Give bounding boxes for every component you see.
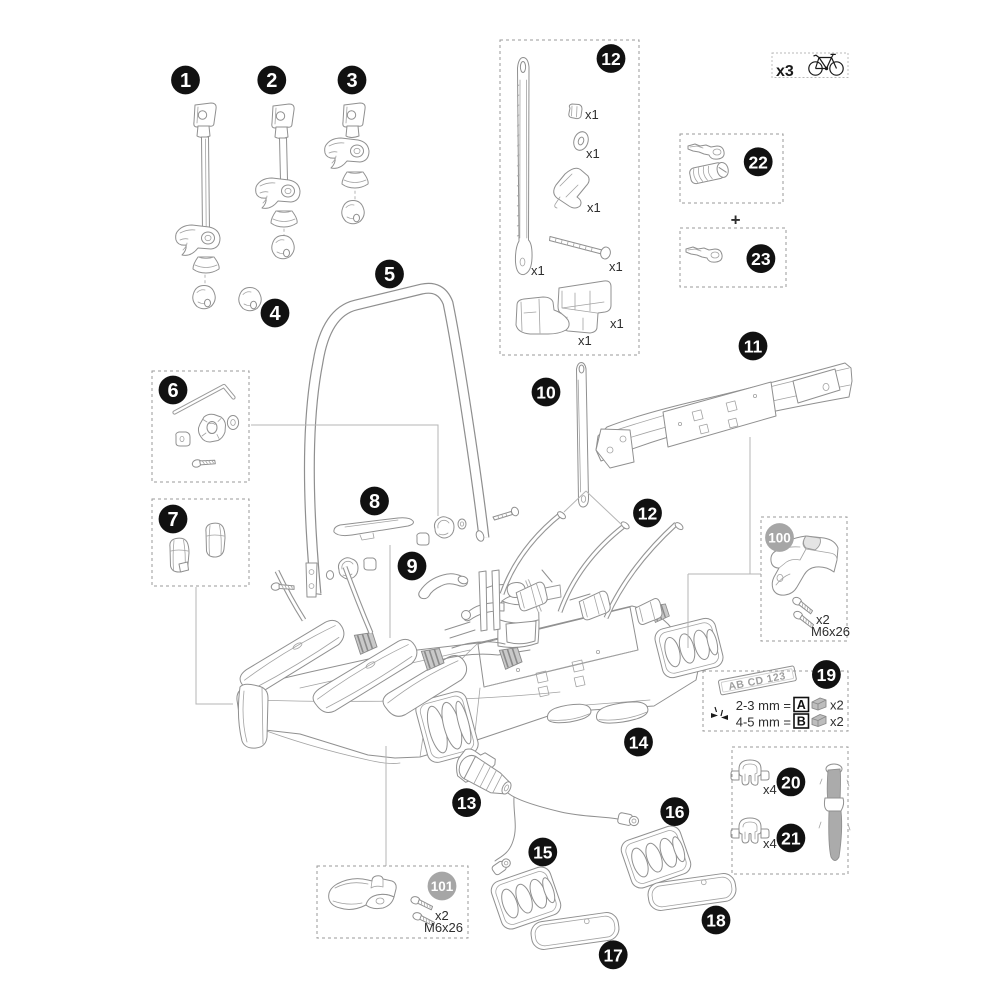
svg-text:17: 17 bbox=[603, 945, 622, 965]
svg-text:12: 12 bbox=[601, 49, 621, 69]
svg-text:7: 7 bbox=[167, 509, 178, 531]
svg-text:x1: x1 bbox=[586, 146, 600, 161]
svg-text:6: 6 bbox=[167, 380, 178, 402]
svg-text:A: A bbox=[797, 698, 806, 712]
svg-text:x1: x1 bbox=[578, 333, 592, 348]
svg-text:5: 5 bbox=[384, 264, 395, 286]
svg-text:1: 1 bbox=[180, 70, 191, 92]
svg-text:x4: x4 bbox=[763, 836, 777, 851]
svg-text:+: + bbox=[731, 211, 741, 230]
svg-text:20: 20 bbox=[781, 773, 801, 793]
svg-text:15: 15 bbox=[533, 843, 553, 863]
svg-text:x2: x2 bbox=[816, 612, 830, 627]
svg-text:19: 19 bbox=[817, 665, 837, 685]
svg-text:x3: x3 bbox=[776, 63, 794, 80]
svg-text:13: 13 bbox=[457, 793, 477, 813]
svg-text:16: 16 bbox=[665, 802, 685, 822]
svg-text:23: 23 bbox=[751, 249, 771, 269]
svg-text:100: 100 bbox=[768, 531, 791, 546]
svg-text:4-5 mm =: 4-5 mm = bbox=[736, 715, 791, 730]
svg-text:11: 11 bbox=[744, 337, 763, 357]
svg-text:10: 10 bbox=[536, 383, 556, 403]
svg-text:M6x26: M6x26 bbox=[424, 920, 463, 935]
svg-text:8: 8 bbox=[369, 491, 380, 513]
svg-text:14: 14 bbox=[629, 733, 649, 753]
svg-text:x1: x1 bbox=[609, 259, 623, 274]
svg-text:x2: x2 bbox=[830, 714, 844, 729]
svg-text:B: B bbox=[797, 715, 806, 729]
svg-text:x4: x4 bbox=[763, 782, 777, 797]
svg-text:M6x26: M6x26 bbox=[811, 624, 850, 639]
svg-text:x1: x1 bbox=[585, 107, 599, 122]
svg-text:21: 21 bbox=[781, 829, 801, 849]
svg-text:2: 2 bbox=[266, 70, 277, 92]
svg-text:2-3 mm =: 2-3 mm = bbox=[736, 698, 791, 713]
svg-text:x1: x1 bbox=[587, 200, 601, 215]
svg-text:x2: x2 bbox=[435, 908, 449, 923]
svg-text:12: 12 bbox=[638, 504, 658, 524]
svg-text:22: 22 bbox=[748, 152, 768, 172]
svg-text:101: 101 bbox=[431, 879, 454, 894]
svg-text:x1: x1 bbox=[531, 263, 545, 278]
svg-text:3: 3 bbox=[346, 70, 357, 92]
svg-text:18: 18 bbox=[706, 911, 726, 931]
svg-text:x2: x2 bbox=[830, 698, 844, 713]
svg-text:9: 9 bbox=[406, 556, 417, 578]
svg-text:x1: x1 bbox=[610, 316, 624, 331]
svg-text:4: 4 bbox=[269, 303, 281, 325]
